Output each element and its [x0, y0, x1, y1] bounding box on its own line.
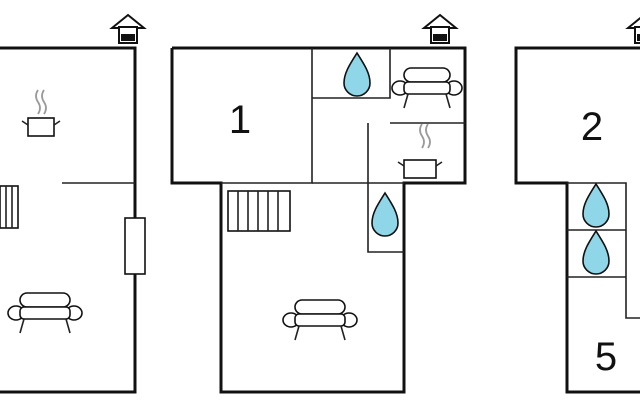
- room-number-2: 2: [581, 105, 603, 149]
- sofa-icon: [7, 292, 83, 334]
- cooking-pot-icon: [21, 89, 61, 137]
- sofa-icon: [391, 67, 463, 109]
- house-icon: [109, 13, 147, 44]
- radiator-icon: [124, 217, 146, 275]
- cooking-pot-icon: [397, 123, 443, 179]
- water-drop-icon: [371, 191, 399, 237]
- water-drop-icon: [582, 182, 610, 228]
- room-number-5: 5: [595, 335, 617, 379]
- room-number-1: 1: [229, 98, 251, 142]
- water-drop-icon: [582, 229, 610, 275]
- house-icon: [421, 13, 459, 44]
- house-icon: [625, 16, 640, 44]
- sofa-icon: [282, 299, 358, 341]
- building-left: [0, 13, 147, 394]
- building-middle: 1: [170, 13, 467, 394]
- radiator-icon: [0, 185, 19, 229]
- water-drop-icon: [343, 51, 371, 97]
- stairs-icon: [227, 190, 291, 232]
- building-right: 2 5: [514, 16, 640, 394]
